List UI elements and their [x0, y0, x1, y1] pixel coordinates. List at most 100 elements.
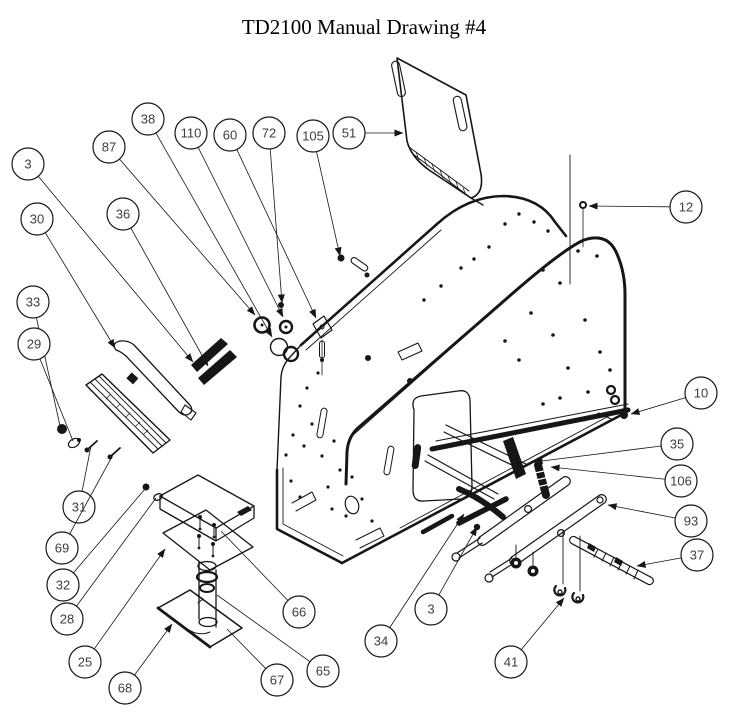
balloon-106 — [664, 464, 698, 498]
balloon-label-69: 69 — [55, 541, 69, 556]
callout-65: 65 — [216, 594, 340, 688]
callout-31: 31 — [62, 445, 96, 524]
pulley-cluster — [253, 302, 333, 376]
balloon-34 — [364, 624, 398, 658]
leader-line-12 — [588, 202, 671, 210]
leader-line-10 — [630, 397, 686, 415]
balloon-label-36: 36 — [116, 207, 130, 222]
leader-line-93 — [607, 503, 676, 519]
leader-line-87 — [119, 158, 256, 316]
leader-line-72 — [269, 148, 285, 304]
leader-line-29 — [39, 358, 74, 442]
balloon-label-110: 110 — [181, 126, 202, 141]
leader-line-34 — [389, 513, 465, 628]
corner-bolt — [620, 411, 628, 419]
balloon-60 — [213, 118, 247, 152]
callout-32: 32 — [46, 488, 146, 602]
balloon-label-68: 68 — [118, 681, 132, 696]
bolt-32 — [142, 483, 150, 491]
balloon-label-93: 93 — [684, 514, 698, 529]
balloon-label-67: 67 — [270, 673, 284, 688]
leader-line-36 — [130, 227, 209, 367]
balloon-label-30: 30 — [30, 212, 44, 227]
callout-30: 30 — [20, 202, 116, 349]
balloon-label-65: 65 — [316, 664, 330, 679]
leader-line-66 — [220, 530, 289, 601]
balloon-label-37: 37 — [690, 548, 704, 563]
callout-66: 66 — [220, 530, 316, 629]
callout-87: 87 — [92, 130, 256, 316]
chute-plate — [391, 57, 571, 285]
balloon-label-25: 25 — [78, 655, 92, 670]
leader-line-69 — [69, 452, 115, 535]
balloon-label-66: 66 — [292, 605, 306, 620]
callout-28: 28 — [50, 497, 157, 636]
balloon-label-41: 41 — [504, 655, 518, 670]
balloon-67 — [260, 663, 294, 697]
balloon-31 — [62, 490, 96, 524]
leader-line-106 — [550, 464, 666, 480]
callout-72: 72 — [252, 116, 286, 304]
balloon-10 — [684, 376, 718, 410]
leader-line-35 — [533, 445, 662, 465]
leader-line-105 — [316, 151, 342, 257]
callout-3: 3 — [11, 147, 194, 363]
callout-34: 34 — [364, 513, 465, 658]
callout-68: 68 — [108, 623, 173, 705]
balloon-69 — [45, 531, 79, 565]
leader-line-32 — [73, 488, 146, 574]
callout-93: 93 — [607, 503, 708, 538]
balloon-label-35: 35 — [670, 437, 684, 452]
drawing-title: TD2100 Manual Drawing #4 — [242, 15, 487, 39]
callout-3: 3 — [414, 526, 478, 626]
balloon-label-10: 10 — [694, 386, 708, 401]
balloon-72 — [252, 116, 286, 150]
balloon-label-106: 106 — [670, 474, 692, 489]
balloon-93 — [674, 504, 708, 538]
balloon-30 — [20, 202, 54, 236]
balloon-label-12: 12 — [679, 200, 693, 215]
latch-part — [605, 384, 617, 396]
slide-rail-assembly — [420, 403, 631, 535]
callout-25: 25 — [68, 548, 166, 679]
balloon-32 — [46, 568, 80, 602]
callout-35: 35 — [533, 427, 694, 465]
bolt-105 — [337, 254, 345, 262]
chipper-blades — [191, 338, 237, 385]
balloon-label-3: 3 — [24, 157, 31, 172]
balloon-36 — [106, 197, 140, 231]
balloon-35 — [660, 427, 694, 461]
callout-29: 29 — [17, 327, 74, 442]
leader-line-41 — [520, 597, 565, 650]
balloon-label-60: 60 — [223, 128, 237, 143]
callout-60: 60 — [213, 118, 317, 319]
callout-10: 10 — [630, 376, 718, 415]
balloon-12 — [669, 190, 703, 224]
balloon-68 — [108, 671, 142, 705]
side-panel-near — [344, 236, 627, 486]
leader-line-25 — [93, 548, 166, 650]
callout-51: 51 — [332, 116, 404, 150]
callout-67: 67 — [226, 628, 294, 697]
balloon-65 — [306, 654, 340, 688]
balloon-label-51: 51 — [342, 126, 356, 141]
balloon-51 — [332, 116, 366, 150]
pedal-arm-assembly — [451, 461, 654, 604]
screw-12 — [579, 201, 587, 209]
balloon-label-29: 29 — [27, 337, 41, 352]
leader-line-28 — [76, 497, 157, 607]
knurled-rod — [569, 535, 654, 586]
balloon-label-72: 72 — [262, 126, 276, 141]
balloon-label-87: 87 — [102, 140, 116, 155]
leader-line-110 — [197, 147, 284, 318]
handle-and-grate — [85, 340, 197, 454]
balloon-41 — [494, 645, 528, 679]
leader-line-65 — [216, 594, 311, 663]
leader-line-31 — [81, 445, 92, 492]
s-hooks — [553, 584, 585, 604]
callout-37: 37 — [636, 538, 714, 572]
callout-110: 110 — [174, 116, 284, 318]
callout-38: 38 — [131, 102, 273, 338]
balloon-label-28: 28 — [60, 612, 74, 627]
